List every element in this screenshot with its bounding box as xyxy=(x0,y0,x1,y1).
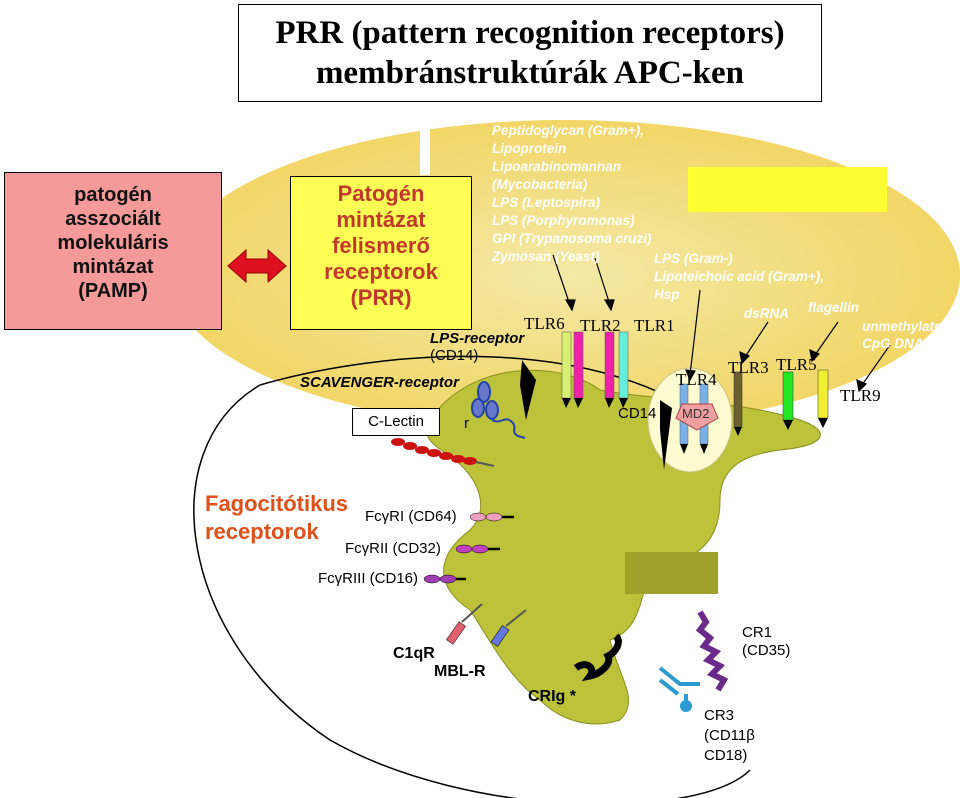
ligand-7: GPI (Trypanosoma cruzi) xyxy=(492,231,652,246)
tlr9-label: TLR9 xyxy=(840,386,881,405)
c-lectin-receptor-shape xyxy=(391,438,495,467)
tlr5-label: TLR5 xyxy=(776,355,817,374)
ligand-8: Zymosan (Yeast) xyxy=(492,249,600,264)
ligand-cpg-line-2: CpG DNA xyxy=(862,336,924,351)
tlr2-receptor xyxy=(604,331,615,399)
ligand-right-1: LPS (Gram-) xyxy=(654,251,733,266)
cr1-line-1: CR1 xyxy=(742,624,773,641)
cd14-anchor-right xyxy=(660,400,672,470)
title-line-2: membránstruktúrák APC-ken xyxy=(315,55,745,91)
prr-line-4: receptorok xyxy=(324,259,438,284)
prr-line-2: mintázat xyxy=(336,207,426,232)
prr-box: Patogén mintázat felismerő receptorok (P… xyxy=(290,176,472,330)
cd14-anchor xyxy=(520,360,536,420)
ligand-list-left: Peptidoglycan (Gram+), Lipoprotein Lipoa… xyxy=(492,122,652,266)
md2-shape xyxy=(675,403,719,431)
ligand-6: LPS (Porphyromonas) xyxy=(492,213,635,228)
pamp-line-2: asszociált xyxy=(65,208,161,230)
cell-label-placeholder xyxy=(625,552,718,594)
tlr3-label: TLR3 xyxy=(728,358,769,377)
pamp-line-3: molekuláris xyxy=(57,232,169,254)
pamp-line-1: patogén xyxy=(74,184,152,206)
fcgrii-label: FcγRII (CD32) xyxy=(345,540,441,557)
cr3-line-3: CD18) xyxy=(704,747,748,764)
tlr3-receptor xyxy=(733,371,743,428)
c1qr-label: C1qR xyxy=(393,645,435,662)
c-lectin-label: C-Lectin xyxy=(352,408,440,436)
ligand-flagellin: flagellin xyxy=(808,300,860,315)
pamp-box: patogén asszociált molekuláris mintázat … xyxy=(4,172,222,330)
cr1-label: CR1 (CD35) xyxy=(742,624,790,660)
fc-receptor-shapes xyxy=(423,512,514,584)
fago-line-1: Fagocitótikus xyxy=(205,491,349,516)
ligand-right-3: Hsp xyxy=(654,287,680,302)
tlr1-receptor xyxy=(618,331,629,399)
tlr2-label: TLR2 xyxy=(580,316,621,335)
ligand-2: Lipoprotein xyxy=(492,141,567,156)
prr-line-3: felismerő xyxy=(332,233,430,258)
prr-line-1: Patogén xyxy=(337,181,425,206)
tlr6-receptor-b xyxy=(573,331,584,399)
cr3-shape xyxy=(658,666,700,706)
tlr5-receptor xyxy=(782,371,794,421)
ligand-list-right: LPS (Gram-) Lipoteichoic acid (Gram+), H… xyxy=(654,250,824,304)
crig-shape xyxy=(573,633,622,682)
title-line-1: PRR (pattern recognition receptors) xyxy=(275,15,785,51)
title-box: PRR (pattern recognition receptors) memb… xyxy=(238,4,822,102)
ligand-cpg-line-1: unmethylated xyxy=(862,319,950,334)
cell-membrane-outline xyxy=(193,384,751,798)
md2-label: MD2 xyxy=(682,406,710,421)
mblr-label: MBL-R xyxy=(434,663,486,680)
tlr-receptors xyxy=(561,331,829,454)
c-lectin-tail-label: r xyxy=(464,415,469,432)
cr1-shape xyxy=(695,610,729,692)
tlr9-receptor xyxy=(817,369,829,419)
lps-receptor-label: LPS-receptor xyxy=(430,330,525,347)
scavenger-receptor-shape xyxy=(471,381,526,439)
ligand-3: Lipoarabinomannan xyxy=(492,159,622,174)
cr1-line-2: (CD35) xyxy=(742,642,791,659)
fagocitotikus-receptorok-label: Fagocitótikus receptorok xyxy=(205,490,348,546)
prr-line-5: (PRR) xyxy=(350,285,412,310)
ligand-5: LPS (Leptospira) xyxy=(492,195,601,210)
pamp-line-5: (PAMP) xyxy=(78,280,148,302)
tlr1-label: TLR1 xyxy=(634,316,675,335)
c1qr-mblr-shapes xyxy=(446,603,527,647)
ligand-right-2: Lipoteichoic acid (Gram+), xyxy=(654,269,824,284)
tlr6-label: TLR6 xyxy=(524,314,565,333)
tlr6-receptor xyxy=(561,331,572,399)
ligand-arrows xyxy=(552,254,891,393)
tlr4-label: TLR4 xyxy=(676,370,717,389)
ligand-4: (Mycobacteria) xyxy=(492,177,588,192)
bidirectional-arrow xyxy=(227,248,287,284)
fago-line-2: receptorok xyxy=(205,519,319,544)
ligand-cpg: unmethylated CpG DNA xyxy=(862,318,950,352)
fcgri-label: FcγRI (CD64) xyxy=(365,508,457,525)
crig-label: CRIg * xyxy=(528,688,576,705)
ligand-1: Peptidoglycan (Gram+), xyxy=(492,123,644,138)
pamp-line-4: mintázat xyxy=(72,256,154,278)
cr3-label: CR3 (CD11β CD18) xyxy=(704,706,755,766)
cd14-paren-label: (CD14) xyxy=(430,347,479,364)
cr3-line-2: (CD11β xyxy=(704,727,755,744)
fcgriii-label: FcγRIII (CD16) xyxy=(318,570,419,587)
cd14-label: CD14 xyxy=(618,405,657,422)
top-right-label-placeholder xyxy=(688,167,887,212)
scavenger-receptor-label: SCAVENGER-receptor xyxy=(300,374,459,391)
ligand-dsrna: dsRNA xyxy=(744,306,790,321)
cr3-line-1: CR3 xyxy=(704,707,735,724)
